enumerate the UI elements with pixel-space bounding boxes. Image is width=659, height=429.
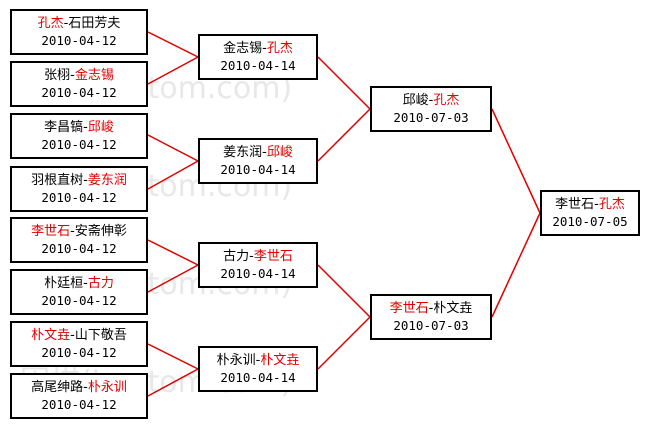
round2-match-4: 朴永训-朴文垚 2010-04-14 [198, 346, 318, 392]
player-1-winner: 李世石 [31, 224, 71, 239]
player-2-winner: 孔杰 [598, 197, 625, 212]
match-players: 李世石-朴文垚 [389, 301, 473, 316]
round1-match-4: 羽根直树-姜东润 2010-04-12 [10, 166, 148, 212]
match-players: 姜东润-邱峻 [223, 145, 293, 160]
round3-match-2: 李世石-朴文垚 2010-07-03 [370, 294, 492, 340]
match-date: 2010-07-03 [393, 110, 469, 125]
player-2-winner: 古力 [87, 276, 114, 291]
connector [147, 264, 199, 293]
player-2-winner: 朴永训 [87, 380, 127, 395]
match-date: 2010-04-12 [41, 345, 117, 360]
player-2-winner: 孔杰 [266, 41, 293, 56]
player-1: 金志锡 [223, 41, 263, 56]
match-date: 2010-04-12 [41, 33, 117, 48]
player-1: 高尾绅路 [31, 380, 84, 395]
round1-match-6: 朴廷桓-古力 2010-04-12 [10, 269, 148, 315]
connector [317, 316, 371, 370]
match-players: 张栩-金志锡 [44, 68, 114, 83]
final-match: 李世石-孔杰 2010-07-05 [540, 190, 640, 236]
match-players: 李昌镐-邱峻 [44, 120, 114, 135]
match-date: 2010-04-12 [41, 137, 117, 152]
connector [147, 343, 199, 370]
player-1: 姜东润 [223, 145, 263, 160]
match-players: 古力-李世石 [223, 249, 293, 264]
player-1-winner: 李世石 [389, 301, 429, 316]
match-date: 2010-04-12 [41, 241, 117, 256]
connector [147, 31, 199, 58]
match-date: 2010-04-14 [220, 370, 296, 385]
match-players: 高尾绅路-朴永训 [31, 380, 127, 395]
round2-match-2: 姜东润-邱峻 2010-04-14 [198, 138, 318, 184]
player-1-winner: 朴文垚 [31, 328, 71, 343]
match-players: 孔杰-石田芳夫 [37, 16, 121, 31]
match-players: 邱峻-孔杰 [402, 93, 460, 108]
match-date: 2010-04-12 [41, 397, 117, 412]
round1-match-3: 李昌镐-邱峻 2010-04-12 [10, 113, 148, 159]
player-2-winner: 姜东润 [87, 173, 127, 188]
player-1: 羽根直树 [31, 173, 84, 188]
player-2-winner: 朴文垚 [260, 353, 300, 368]
round2-match-3: 古力-李世石 2010-04-14 [198, 242, 318, 288]
match-players: 金志锡-孔杰 [223, 41, 293, 56]
match-players: 朴永训-朴文垚 [216, 353, 300, 368]
connector [491, 108, 541, 214]
connector [491, 212, 541, 318]
round1-match-7: 朴文垚-山下敬吾 2010-04-12 [10, 321, 148, 367]
player-2: 石田芳夫 [68, 16, 121, 31]
player-2: 朴文垚 [433, 301, 473, 316]
match-date: 2010-07-03 [393, 318, 469, 333]
player-2: 安斋伸彰 [74, 224, 127, 239]
match-date: 2010-04-14 [220, 58, 296, 73]
match-date: 2010-04-12 [41, 85, 117, 100]
match-players: 羽根直树-姜东润 [31, 173, 127, 188]
player-1: 古力 [223, 249, 250, 264]
match-date: 2010-07-05 [552, 214, 628, 229]
player-1: 朴廷桓 [44, 276, 84, 291]
player-2-winner: 邱峻 [266, 145, 293, 160]
connector [317, 264, 371, 318]
player-1-winner: 孔杰 [37, 16, 64, 31]
player-1: 张栩 [44, 68, 71, 83]
connector [147, 134, 199, 162]
match-date: 2010-04-12 [41, 190, 117, 205]
player-2: 山下敬吾 [74, 328, 127, 343]
connector [147, 160, 199, 190]
match-players: 朴廷桓-古力 [44, 276, 114, 291]
match-date: 2010-04-14 [220, 162, 296, 177]
round1-match-1: 孔杰-石田芳夫 2010-04-12 [10, 9, 148, 55]
connector [147, 56, 199, 85]
player-2-winner: 金志锡 [74, 68, 114, 83]
connector [147, 368, 199, 397]
match-date: 2010-04-12 [41, 293, 117, 308]
match-players: 李世石-安斋伸彰 [31, 224, 127, 239]
player-1: 李昌镐 [44, 120, 84, 135]
player-2-winner: 邱峻 [87, 120, 114, 135]
player-2-winner: 李世石 [253, 249, 293, 264]
round3-match-1: 邱峻-孔杰 2010-07-03 [370, 86, 492, 132]
player-1: 邱峻 [402, 93, 429, 108]
match-players: 朴文垚-山下敬吾 [31, 328, 127, 343]
connector [147, 239, 199, 266]
player-2-winner: 孔杰 [433, 93, 460, 108]
round1-match-5: 李世石-安斋伸彰 2010-04-12 [10, 217, 148, 263]
round1-match-2: 张栩-金志锡 2010-04-12 [10, 61, 148, 107]
player-1: 李世石 [555, 197, 595, 212]
connector [317, 108, 371, 162]
player-1: 朴永训 [216, 353, 256, 368]
match-players: 李世石-孔杰 [555, 197, 625, 212]
round1-match-8: 高尾绅路-朴永训 2010-04-12 [10, 373, 148, 419]
round2-match-1: 金志锡-孔杰 2010-04-14 [198, 34, 318, 80]
match-date: 2010-04-14 [220, 266, 296, 281]
connector [317, 56, 371, 110]
